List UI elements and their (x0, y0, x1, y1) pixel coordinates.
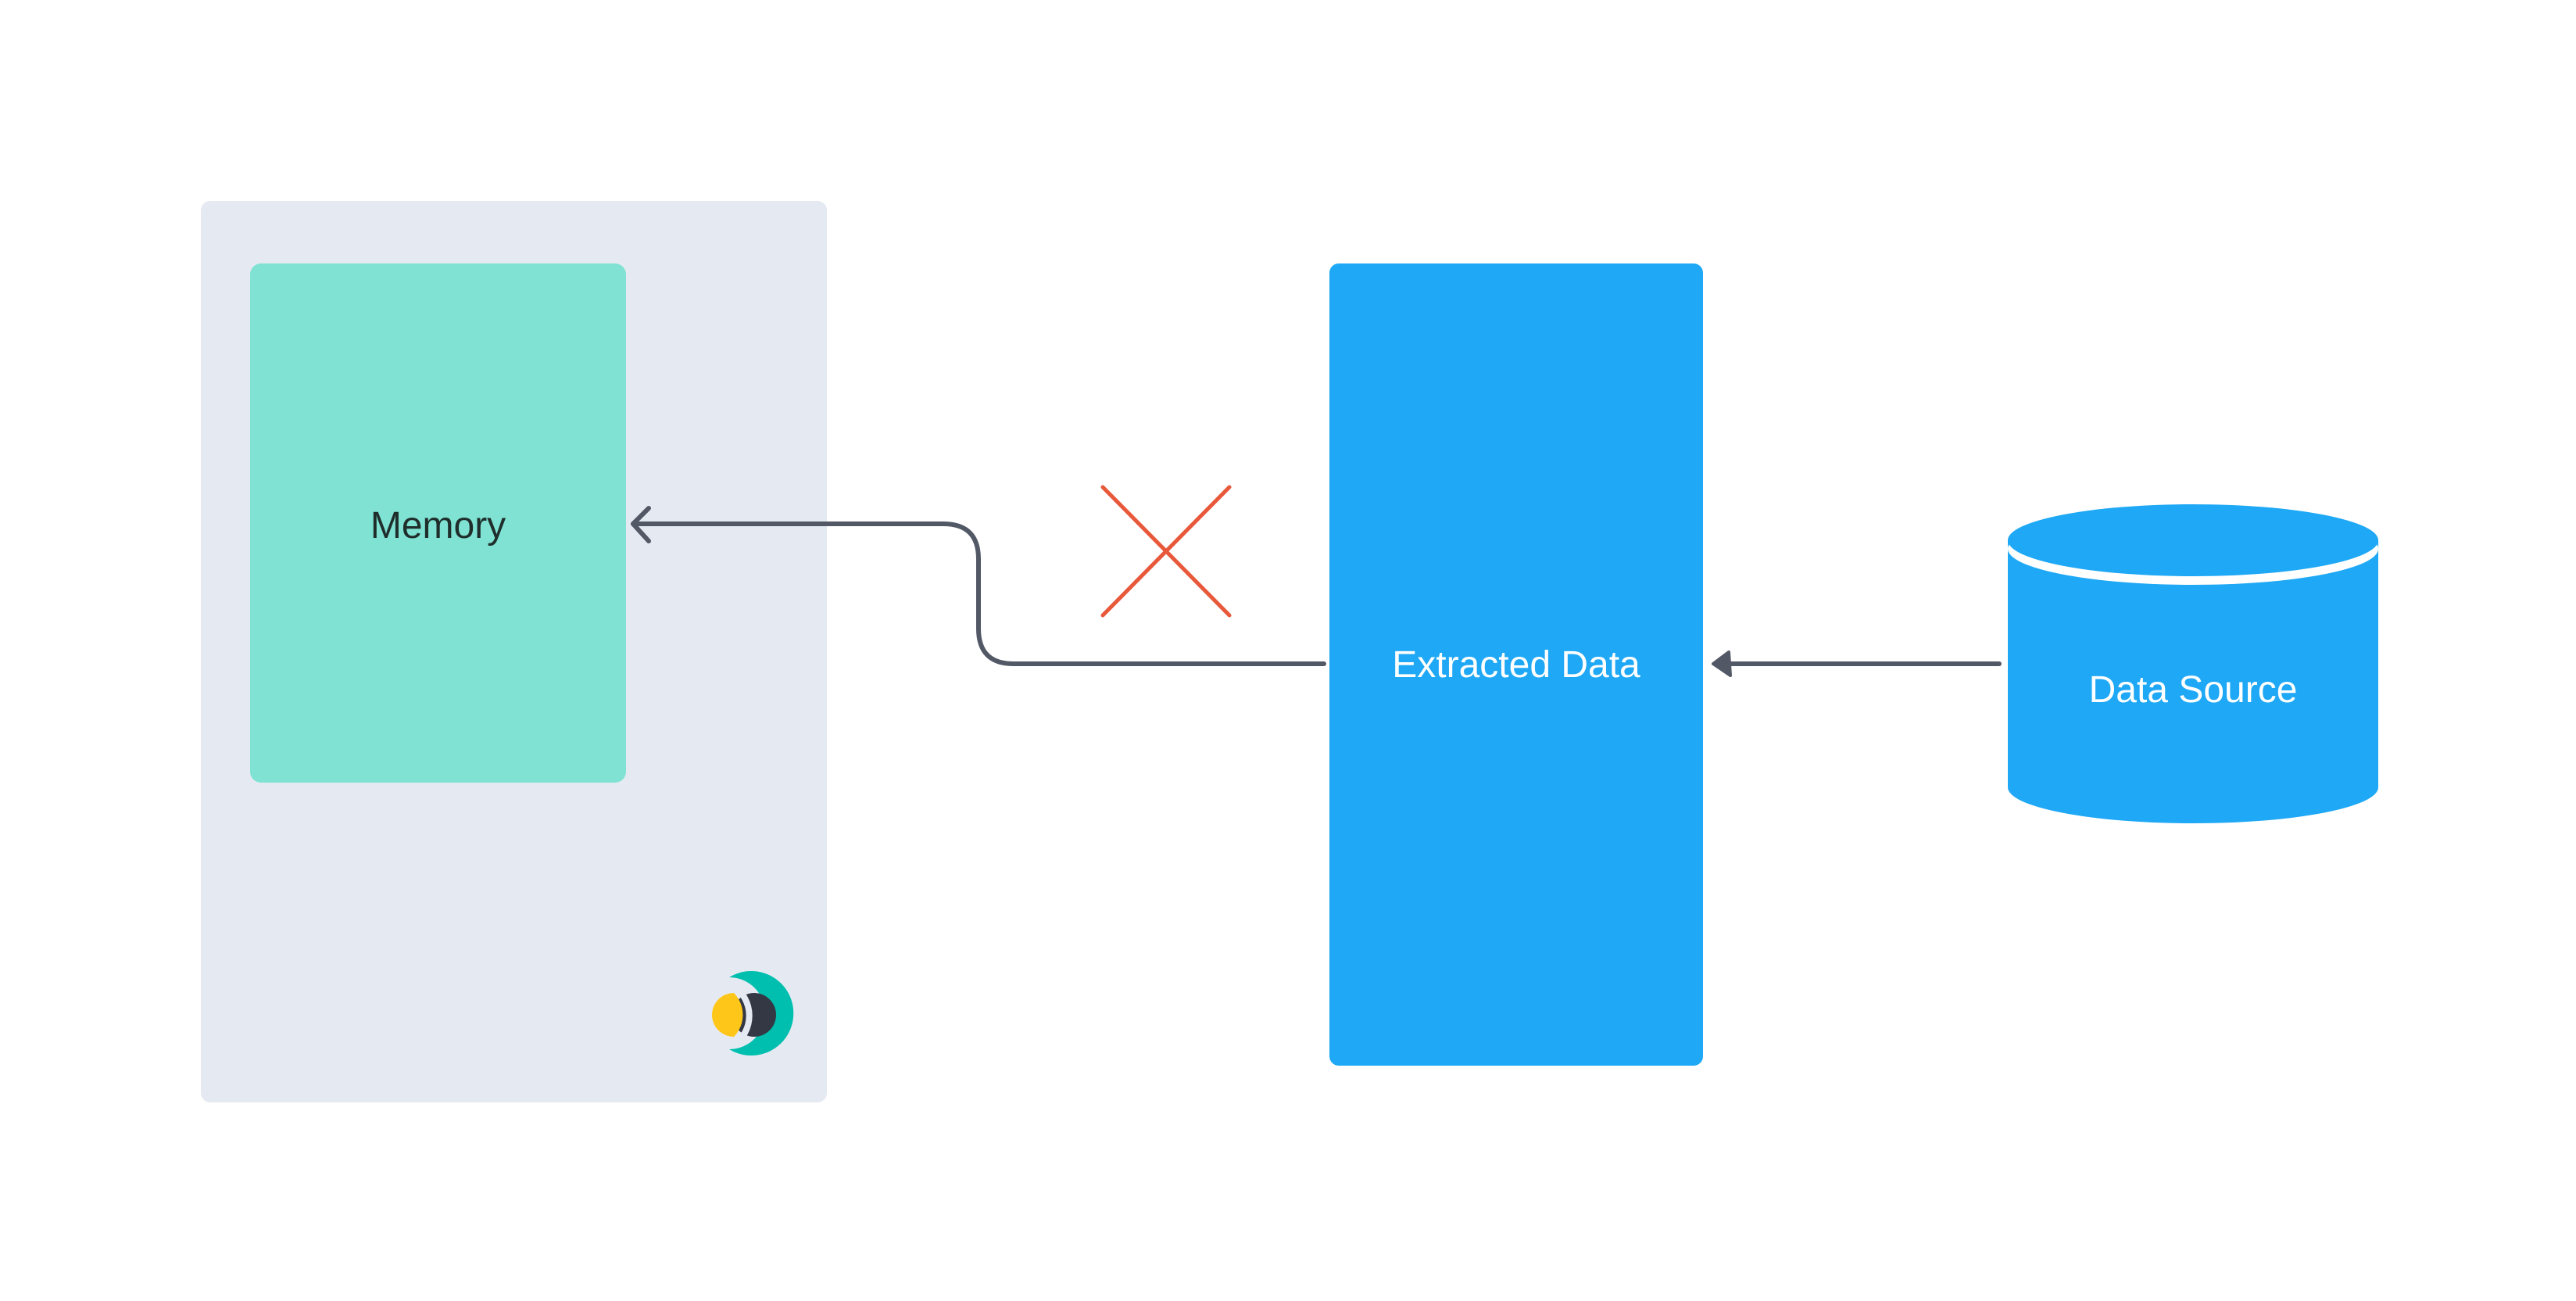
x-cross-icon (1100, 485, 1232, 618)
memory-node[interactable]: Memory (250, 263, 626, 783)
data-source-cylinder[interactable] (2008, 504, 2378, 823)
brand-logo-icon (712, 970, 794, 1055)
data-source-label: Data Source (2088, 669, 2298, 711)
extracted-data-node[interactable]: Extracted Data (1329, 263, 1703, 1066)
extracted-data-label: Extracted Data (1392, 643, 1640, 686)
arrow-datasource-to-extracted (1712, 650, 2002, 677)
memory-label: Memory (370, 504, 506, 547)
arrow-extracted-to-memory (631, 506, 1326, 666)
